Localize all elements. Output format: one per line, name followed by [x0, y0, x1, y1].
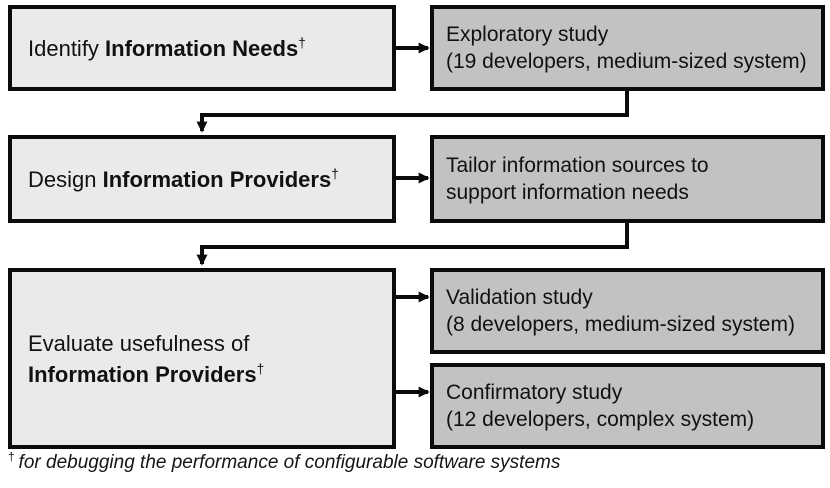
box-design-information-providers: Design Information Providers† [8, 135, 396, 223]
box-exploratory-study: Exploratory study (19 developers, medium… [430, 5, 825, 91]
dagger-mark: † [331, 166, 339, 182]
footnote: †for debugging the performance of config… [8, 450, 561, 474]
dagger-mark: † [8, 450, 15, 464]
box-line: (8 developers, medium-sized system) [446, 313, 795, 336]
box-identify-information-needs: Identify Information Needs† [8, 5, 396, 91]
box-line: Confirmatory study [446, 381, 623, 404]
dagger-mark: † [298, 35, 306, 51]
box-line: support information needs [446, 181, 689, 204]
footnote-text: for debugging the performance of configu… [18, 452, 561, 473]
box-line: Information Providers† [28, 361, 265, 387]
box-line: Validation study [446, 286, 593, 309]
dagger-mark: † [256, 361, 265, 377]
box-label: Design Information Providers† [28, 166, 339, 192]
box-line: (19 developers, medium-sized system) [446, 50, 807, 73]
box-line: Tailor information sources to [446, 154, 709, 177]
box-line: Exploratory study [446, 23, 609, 46]
box-validation-study: Validation study (8 developers, medium-s… [430, 268, 825, 354]
box-line: (12 developers, complex system) [446, 408, 755, 431]
arrow-exploratory-to-design [196, 91, 629, 133]
box-label: Identify Information Needs† [28, 35, 306, 61]
arrow-tailor-to-evaluate [196, 223, 629, 266]
box-line: Evaluate usefulness of [28, 330, 250, 356]
box-evaluate-information-providers: Evaluate usefulness of Information Provi… [8, 268, 396, 449]
box-tailor-information-sources: Tailor information sources to support in… [430, 135, 825, 223]
box-confirmatory-study: Confirmatory study (12 developers, compl… [430, 363, 825, 449]
